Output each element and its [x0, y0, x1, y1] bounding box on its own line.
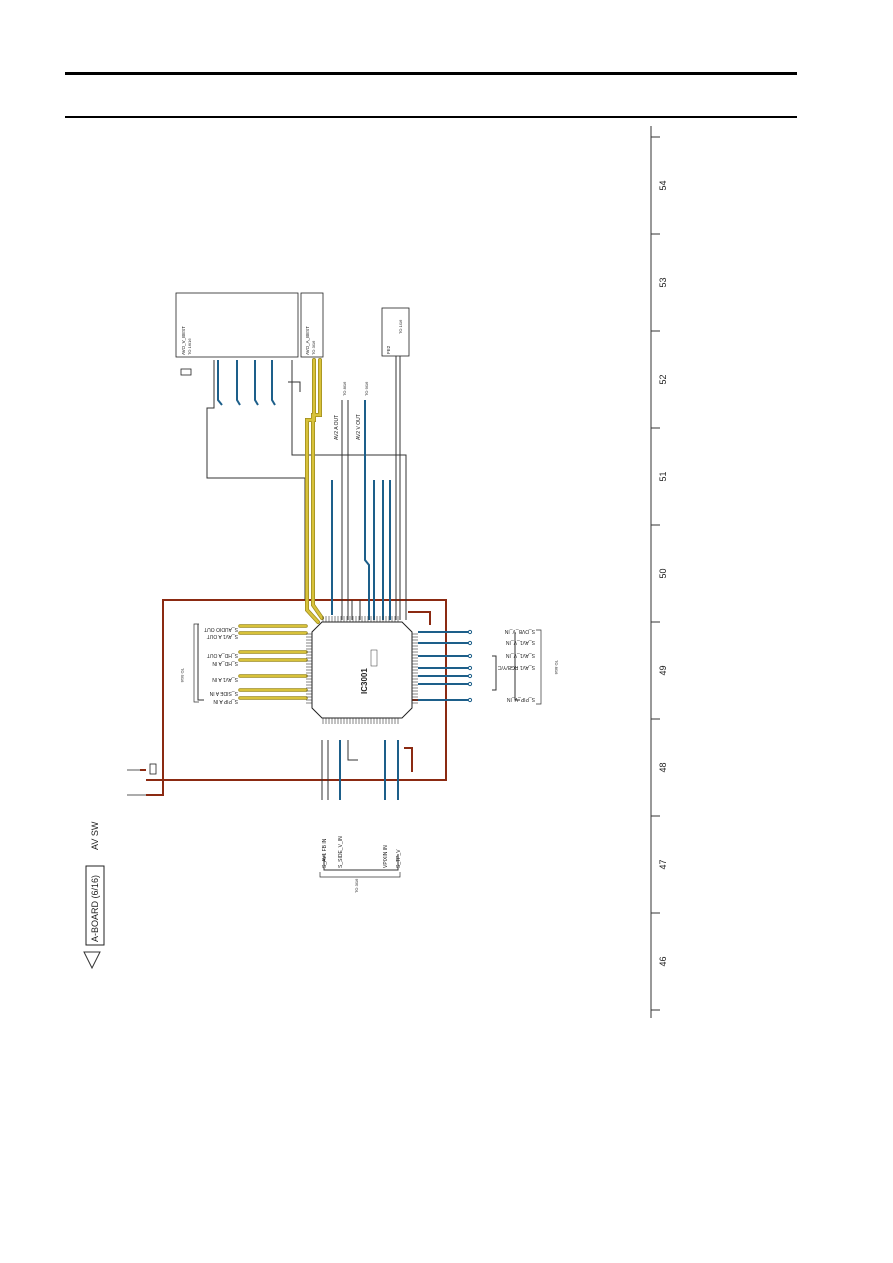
connector-terminal — [467, 681, 473, 687]
ruler-label: 54 — [658, 180, 668, 190]
left-signal-label: S_AUDIO OUT — [204, 626, 238, 632]
left-signal-label: S_AV1 A IN — [212, 676, 238, 682]
title-block: A-BOARD (6/16) AV SW — [83, 821, 105, 970]
right-signal-label: S_PIP_V_IN — [507, 696, 535, 702]
connector-avo-v-best-ref: TO 16/16 — [187, 338, 192, 355]
top-signal-label: AV2 V OUT — [356, 414, 362, 440]
connector-terminal — [467, 640, 473, 646]
connector-avo-v-best: AVO_V_BEST TO 16/16 — [175, 292, 299, 358]
audio-buses — [238, 358, 324, 700]
connector-fe2: FE2 TO 1/16 — [381, 307, 410, 357]
ruler-label: 53 — [658, 277, 668, 287]
connector-terminal — [467, 665, 473, 671]
bottom-signal-label: S_SIDE_V_IN — [338, 836, 344, 868]
connector-avo-a-best-ref: TO 3/16 — [311, 340, 316, 355]
ic-ic3001: IC3001 — [306, 616, 418, 724]
right-signal-label: S_AV1_V_IN — [506, 652, 535, 658]
left-signal-label: S_HD_A IN — [212, 660, 238, 666]
ic-ic3001-label: IC3001 — [360, 668, 369, 694]
left-signal-label: S_HD_A OUT — [207, 652, 238, 658]
connector-terminal — [467, 697, 473, 703]
left-group-ref: TO 5/16 — [180, 668, 185, 683]
connector-avo-v-best-label: AVO_V_BEST — [181, 326, 186, 355]
top-rule-lower — [65, 116, 797, 118]
top-signal-ref: TO 8/16 — [342, 381, 347, 396]
right-group-ref: TO 8/16 — [554, 660, 559, 675]
bottom-signal-label: VPIXIN IN — [383, 845, 389, 868]
connector-avo-a-best-label: AVO_A_BEST — [305, 326, 310, 355]
connector-fe2-label: FE2 — [386, 345, 391, 354]
connector-fe2-ref: TO 1/16 — [398, 319, 403, 334]
top-signal-label: AV2 A OUT — [334, 415, 340, 440]
top-rule-upper — [65, 72, 797, 75]
power-taps — [127, 368, 192, 796]
right-signal-labels: S_DVB_V_IN S_AV1_V_IN S_AV1_V_IN S_AV1 RGB/… — [497, 628, 535, 702]
bottom-signal-labels: S_AV1 FB IN S_SIDE_V_IN VPIXIN IN S_TP_V — [322, 836, 402, 868]
ruler-label: 46 — [658, 956, 668, 966]
ruler-label: 48 — [658, 762, 668, 772]
connector-terminal — [467, 653, 473, 659]
right-signal-label: S_AV1_V_IN — [506, 639, 535, 645]
bottom-signal-label: S_AV1 FB IN — [322, 838, 328, 868]
left-signal-label: S_PIP A IN — [213, 698, 238, 704]
group-brackets — [193, 623, 542, 878]
ruler-label: 51 — [658, 471, 668, 481]
right-signal-label: S_DVB_V_IN — [504, 628, 535, 634]
warning-triangle-icon — [83, 951, 101, 970]
connector-terminal — [467, 629, 473, 635]
right-signal-label: S_AV1 RGB/Y/C — [497, 664, 535, 670]
ruler-label: 52 — [658, 374, 668, 384]
page-ruler: 54 53 52 51 50 49 48 47 46 — [650, 126, 668, 1018]
section-title: AV SW — [90, 821, 100, 850]
video-buses — [217, 360, 473, 800]
connector-avo-a-best: AVO_A_BEST TO 3/16 — [300, 292, 324, 358]
bottom-group-ref: TO 3/16 — [354, 878, 359, 893]
ruler-label: 47 — [658, 859, 668, 869]
left-signal-label: S_AV1 A OUT — [207, 633, 238, 639]
board-title: A-BOARD (6/16) — [90, 875, 100, 942]
board-title-box — [85, 865, 105, 946]
left-signal-label: S_SIDE A IN — [209, 690, 238, 696]
connector-terminal — [467, 673, 473, 679]
ruler-label: 49 — [658, 665, 668, 675]
bottom-signal-label: S_TP_V — [396, 849, 402, 868]
ruler-label: 50 — [658, 568, 668, 578]
top-signal-ref: TO 9/16 — [364, 381, 369, 396]
